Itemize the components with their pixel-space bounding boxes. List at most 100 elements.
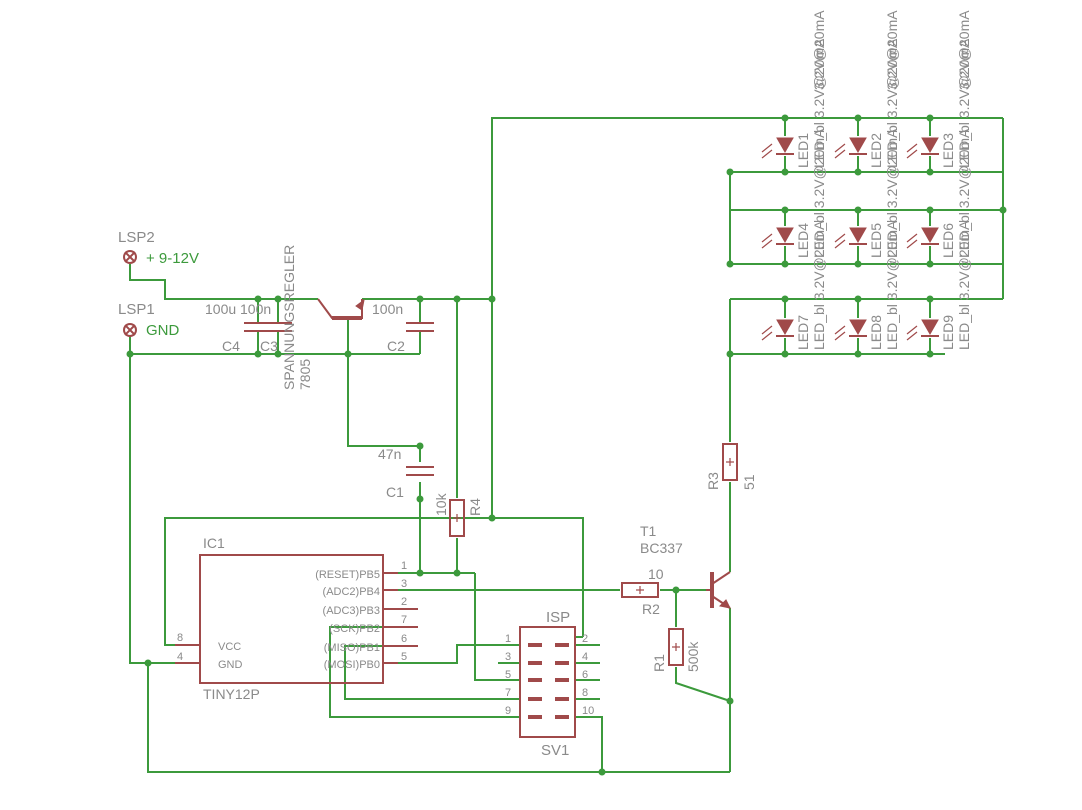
svg-text:LED9: LED9 (940, 315, 956, 350)
led-6: LED6 LED_bl 3.2V@20mA (906, 128, 972, 258)
r2-name: R2 (642, 601, 660, 617)
led-top-label-2: 3.2V@20mA (884, 10, 900, 90)
isp-header-sv1: ISP SV1 1 3 5 7 9 2 4 6 8 10 (505, 609, 594, 759)
ic-tiny12p: IC1 TINY12P (RESET)PB5 (ADC2)PB4 (ADC3)P… (175, 535, 418, 702)
capacitor-c1: 47n C1 (378, 446, 434, 500)
r4-value: 10k (433, 492, 449, 516)
regulator-value: 7805 (297, 359, 313, 390)
lsp1-name: LSP1 (118, 301, 155, 318)
c2-value: 100n (372, 301, 403, 317)
isp-title: ISP (546, 609, 570, 626)
r4-name: R4 (467, 498, 483, 516)
ic-pin-num-7: 7 (401, 614, 407, 626)
resistor-r1: R1 500k (651, 628, 701, 672)
t1-value: BC337 (640, 540, 683, 556)
isp-pin-6: 6 (582, 669, 588, 681)
ic-pin-label-1: (RESET)PB5 (315, 569, 380, 581)
wires (129, 117, 1004, 773)
svg-text:LED1: LED1 (795, 133, 811, 168)
svg-text:LED_bl 3.2V@20mA: LED_bl 3.2V@20mA (811, 220, 827, 350)
ic-value: TINY12P (203, 686, 260, 702)
led-2: LED2 LED_bl 3.2V@20mA (834, 38, 900, 168)
resistor-r4: 10k R4 (433, 492, 483, 537)
isp-pin-8: 8 (582, 687, 588, 699)
capacitor-c3: 100n C3 (240, 301, 292, 354)
t1-name: T1 (640, 523, 657, 539)
connector-lsp1: LSP1 GND (118, 301, 180, 339)
voltage-regulator: SPANNUNGSREGLER 7805 (281, 245, 365, 390)
svg-text:LED_bl 3.2V@20mA: LED_bl 3.2V@20mA (956, 220, 972, 350)
svg-text:LED_bl 3.2V@20mA: LED_bl 3.2V@20mA (811, 38, 827, 168)
led-top-label-3: 3.2V@20mA (956, 10, 972, 90)
isp-pin-2: 2 (582, 633, 588, 645)
c1-name: C1 (386, 484, 404, 500)
connector-lsp2: LSP2 + 9-12V (118, 229, 199, 267)
r1-name: R1 (651, 654, 667, 672)
resistor-r2: 10 R2 (621, 566, 664, 617)
c4-value: 100u (205, 301, 236, 317)
led-5: LED5 LED_bl 3.2V@20mA (834, 128, 900, 258)
svg-text:LED_bl 3.2V@20mA: LED_bl 3.2V@20mA (956, 38, 972, 168)
led-3: LED3 LED_bl 3.2V@20mA (906, 38, 972, 168)
r3-value: 51 (741, 474, 757, 490)
led-matrix: LED1 LED_bl 3.2V@20mA LED2 LED_bl 3.2V@2… (761, 10, 972, 350)
resistor-r3: R3 51 (705, 443, 757, 490)
r3-name: R3 (705, 472, 721, 490)
ic-pin-num-1: 1 (401, 560, 407, 572)
ic-pin-num-4: 4 (177, 651, 183, 663)
ic-pin-num-5: 5 (401, 651, 407, 663)
isp-pin-3: 3 (505, 651, 511, 663)
ic-pin-label-vcc: VCC (218, 641, 241, 653)
ic-pin-label-5: (MOSI)PB0 (324, 659, 380, 671)
ic-pin-label-2: (ADC3)PB3 (323, 605, 380, 617)
c2-name: C2 (387, 338, 405, 354)
c4-name: C4 (222, 338, 240, 354)
svg-text:LED5: LED5 (868, 223, 884, 258)
ic-pin-num-2: 2 (401, 596, 407, 608)
svg-text:LED_bl 3.2V@20mA: LED_bl 3.2V@20mA (811, 128, 827, 258)
isp-name: SV1 (541, 742, 569, 759)
led-1: LED1 LED_bl 3.2V@20mA (761, 38, 827, 168)
lsp2-name: LSP2 (118, 229, 155, 246)
lsp1-label: GND (146, 322, 180, 339)
ic-pin-num-8: 8 (177, 632, 183, 644)
regulator-name: SPANNUNGSREGLER (281, 245, 297, 390)
ic-pin-label-gnd: GND (218, 659, 243, 671)
svg-text:LED_bl 3.2V@20mA: LED_bl 3.2V@20mA (884, 220, 900, 350)
led-9: LED9 LED_bl 3.2V@20mA (906, 220, 972, 350)
led-4: LED4 LED_bl 3.2V@20mA (761, 128, 827, 258)
svg-text:LED_bl 3.2V@20mA: LED_bl 3.2V@20mA (884, 128, 900, 258)
r1-value: 500k (685, 641, 701, 672)
ic-pin-num-6: 6 (401, 633, 407, 645)
junctions (126, 114, 1007, 776)
svg-text:LED6: LED6 (940, 223, 956, 258)
svg-text:LED3: LED3 (940, 133, 956, 168)
capacitor-c2: 100n C2 (372, 301, 434, 354)
ic-pin-num-3: 3 (401, 578, 407, 590)
led-8: LED8 LED_bl 3.2V@20mA (834, 220, 900, 350)
ic-name: IC1 (203, 535, 225, 551)
ic-pin-label-6: (MISO)PB1 (324, 642, 380, 654)
c3-name: C3 (260, 338, 278, 354)
svg-text:LED8: LED8 (868, 315, 884, 350)
isp-pin-10: 10 (582, 705, 594, 717)
svg-text:LED7: LED7 (795, 315, 811, 350)
led-top-label-1: 3.2V@20mA (811, 10, 827, 90)
lsp2-label: + 9-12V (146, 250, 199, 267)
svg-text:LED2: LED2 (868, 133, 884, 168)
c1-value: 47n (378, 446, 401, 462)
svg-text:LED_bl 3.2V@20mA: LED_bl 3.2V@20mA (956, 128, 972, 258)
led-7: LED7 LED_bl 3.2V@20mA (761, 220, 827, 350)
isp-pin-4: 4 (582, 651, 588, 663)
r2-value: 10 (648, 566, 664, 582)
isp-pin-9: 9 (505, 705, 511, 717)
svg-text:LED4: LED4 (795, 223, 811, 258)
transistor-t1: T1 BC337 (640, 523, 731, 609)
isp-pin-7: 7 (505, 687, 511, 699)
ic-pin-label-3: (ADC2)PB4 (323, 586, 380, 598)
c3-value: 100n (240, 301, 271, 317)
svg-text:LED_bl 3.2V@20mA: LED_bl 3.2V@20mA (884, 38, 900, 168)
isp-pin-1: 1 (505, 633, 511, 645)
ic-pin-label-7: (SCK)PB2 (329, 623, 380, 635)
